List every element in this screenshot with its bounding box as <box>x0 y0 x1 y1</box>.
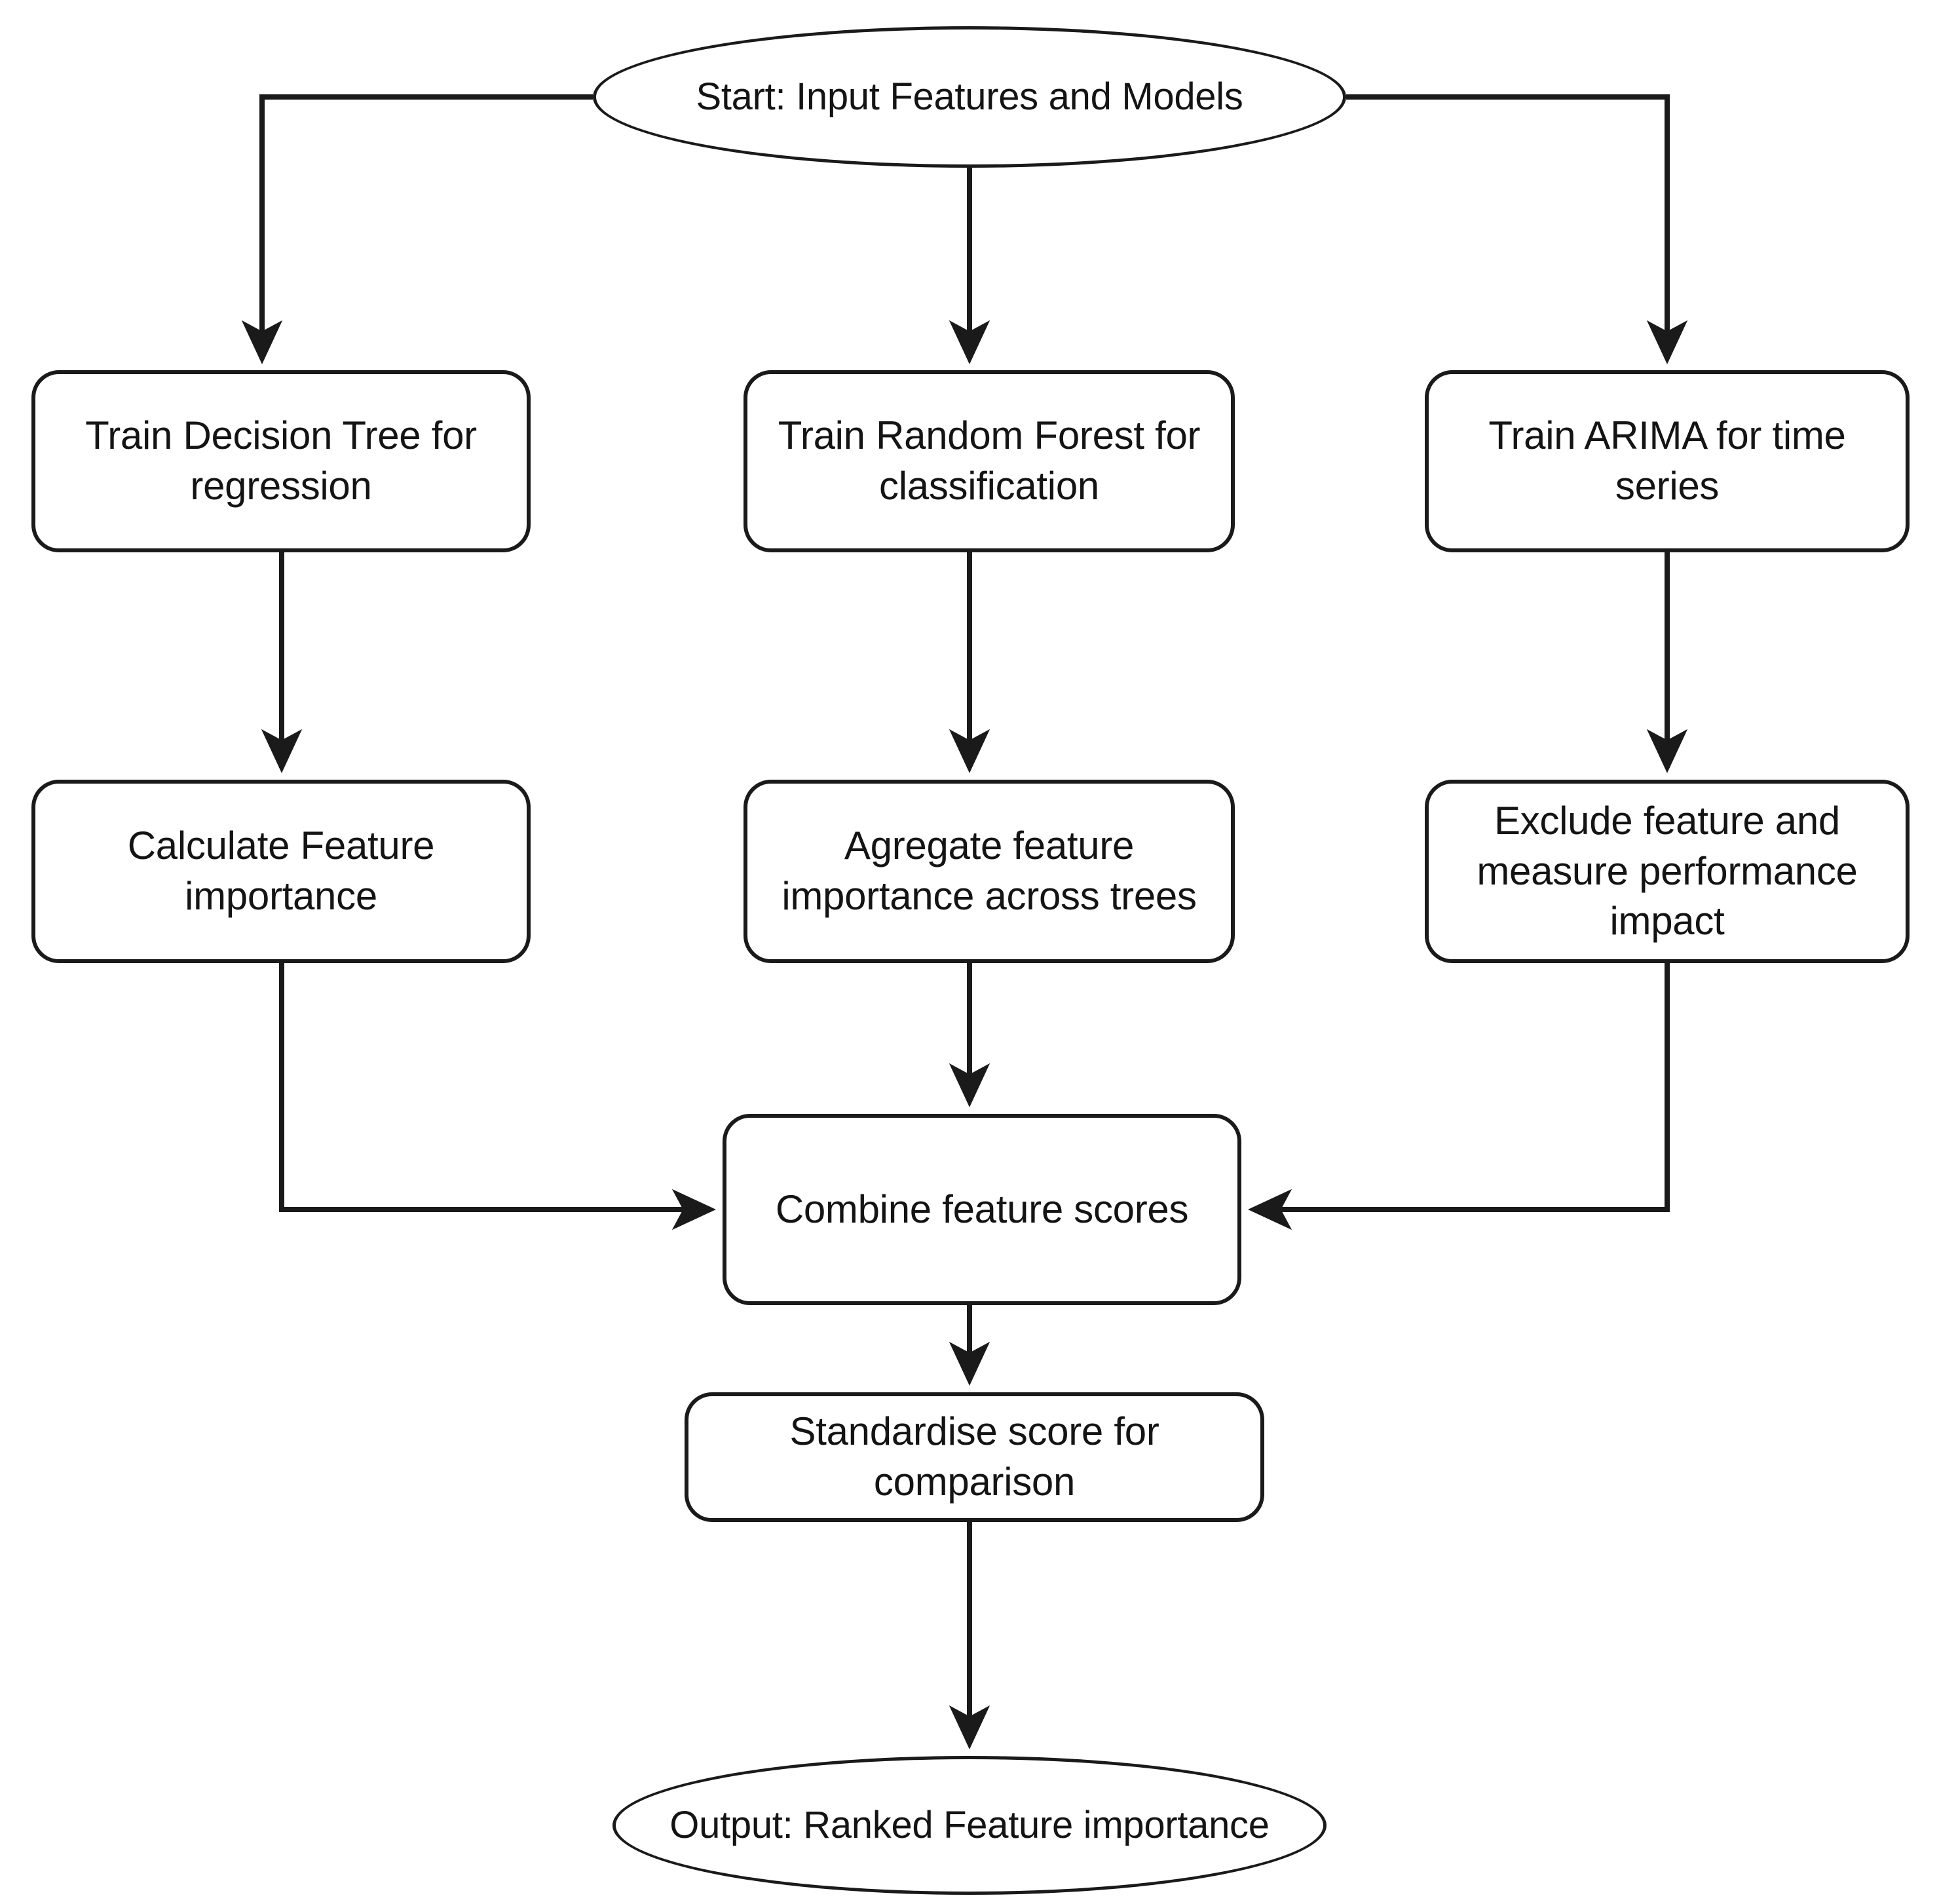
node-train-decision-tree[interactable]: Train Decision Tree for regression <box>31 370 531 552</box>
node-train-random-forest-label: Train Random Forest for classification <box>778 413 1201 508</box>
node-standardise-score[interactable]: Standardise score for comparison <box>685 1392 1264 1522</box>
node-start-label: Start: Input Features and Models <box>696 75 1243 118</box>
node-exclude-feature[interactable]: Exclude feature and measure performance … <box>1425 780 1910 963</box>
node-train-arima[interactable]: Train ARIMA for time series <box>1425 370 1910 552</box>
node-output[interactable]: Output: Ranked Feature importance <box>612 1756 1327 1895</box>
node-calculate-feature-importance-label: Calculate Feature importance <box>127 824 435 918</box>
node-train-arima-label: Train ARIMA for time series <box>1488 413 1846 508</box>
edge-exclude-to-combine <box>1248 963 1670 1230</box>
node-train-decision-tree-label: Train Decision Tree for regression <box>85 413 477 508</box>
node-aggregate-feature-importance[interactable]: Agregate feature importance across trees <box>744 780 1235 963</box>
edge-start-to-arima <box>1346 94 1688 364</box>
node-output-label: Output: Ranked Feature importance <box>669 1803 1270 1846</box>
edge-start-to-decision-tree <box>241 94 593 364</box>
node-aggregate-feature-importance-label: Agregate feature importance across trees <box>781 824 1197 918</box>
edge-calculate-to-combine <box>279 963 716 1230</box>
node-train-random-forest[interactable]: Train Random Forest for classification <box>744 370 1235 552</box>
node-standardise-score-label: Standardise score for comparison <box>789 1409 1159 1504</box>
node-combine-feature-scores-label: Combine feature scores <box>775 1187 1189 1231</box>
node-exclude-feature-label: Exclude feature and measure performance … <box>1477 798 1858 943</box>
node-calculate-feature-importance[interactable]: Calculate Feature importance <box>31 780 531 963</box>
node-start[interactable]: Start: Input Features and Models <box>593 26 1346 168</box>
node-combine-feature-scores[interactable]: Combine feature scores <box>723 1114 1241 1305</box>
